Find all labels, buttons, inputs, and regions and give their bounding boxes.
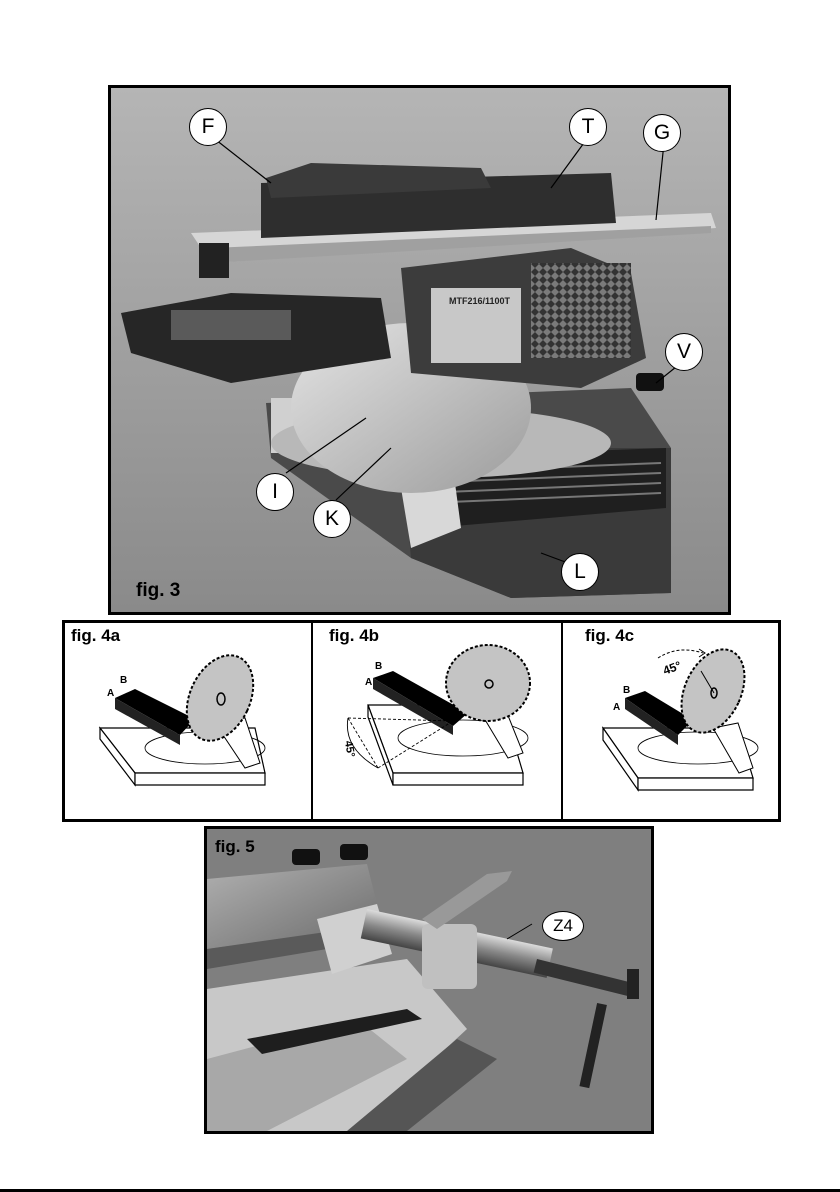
callout-i: I bbox=[256, 473, 294, 511]
edge-a-label: A bbox=[107, 688, 114, 699]
callout-g: G bbox=[643, 114, 681, 152]
model-plate: MTF216/1100T bbox=[449, 296, 510, 306]
callout-v: V bbox=[665, 333, 703, 371]
figure-3: F T G V I K L fig. 3 MTF216/1100T bbox=[108, 85, 731, 615]
mitre-diagram-4a bbox=[65, 623, 311, 819]
callout-z4: Z4 bbox=[542, 911, 584, 941]
panel-4c: fig. 4c B A 45° bbox=[561, 623, 778, 819]
mitre-diagram-4c bbox=[563, 623, 780, 819]
figure-5-label: fig. 5 bbox=[215, 837, 255, 857]
panel-4a: fig. 4a B A bbox=[65, 623, 311, 819]
callout-t: T bbox=[569, 108, 607, 146]
saw-photo bbox=[111, 88, 728, 612]
figure-5: fig. 5 Z4 bbox=[204, 826, 654, 1134]
callout-k: K bbox=[313, 500, 351, 538]
edge-b-label: B bbox=[623, 685, 630, 696]
callout-f: F bbox=[189, 108, 227, 146]
figure-3-label: fig. 3 bbox=[136, 580, 180, 602]
clamp-photo bbox=[207, 829, 651, 1131]
edge-b-label: B bbox=[120, 675, 127, 686]
edge-b-label: B bbox=[375, 661, 382, 672]
callout-l: L bbox=[561, 553, 599, 591]
panel-4b: fig. 4b B A 45° bbox=[311, 623, 561, 819]
figure-4: fig. 4a B A fig. 4b bbox=[62, 620, 781, 822]
edge-a-label: A bbox=[365, 677, 372, 688]
edge-a-label: A bbox=[613, 702, 620, 713]
mitre-diagram-4b bbox=[313, 623, 563, 819]
